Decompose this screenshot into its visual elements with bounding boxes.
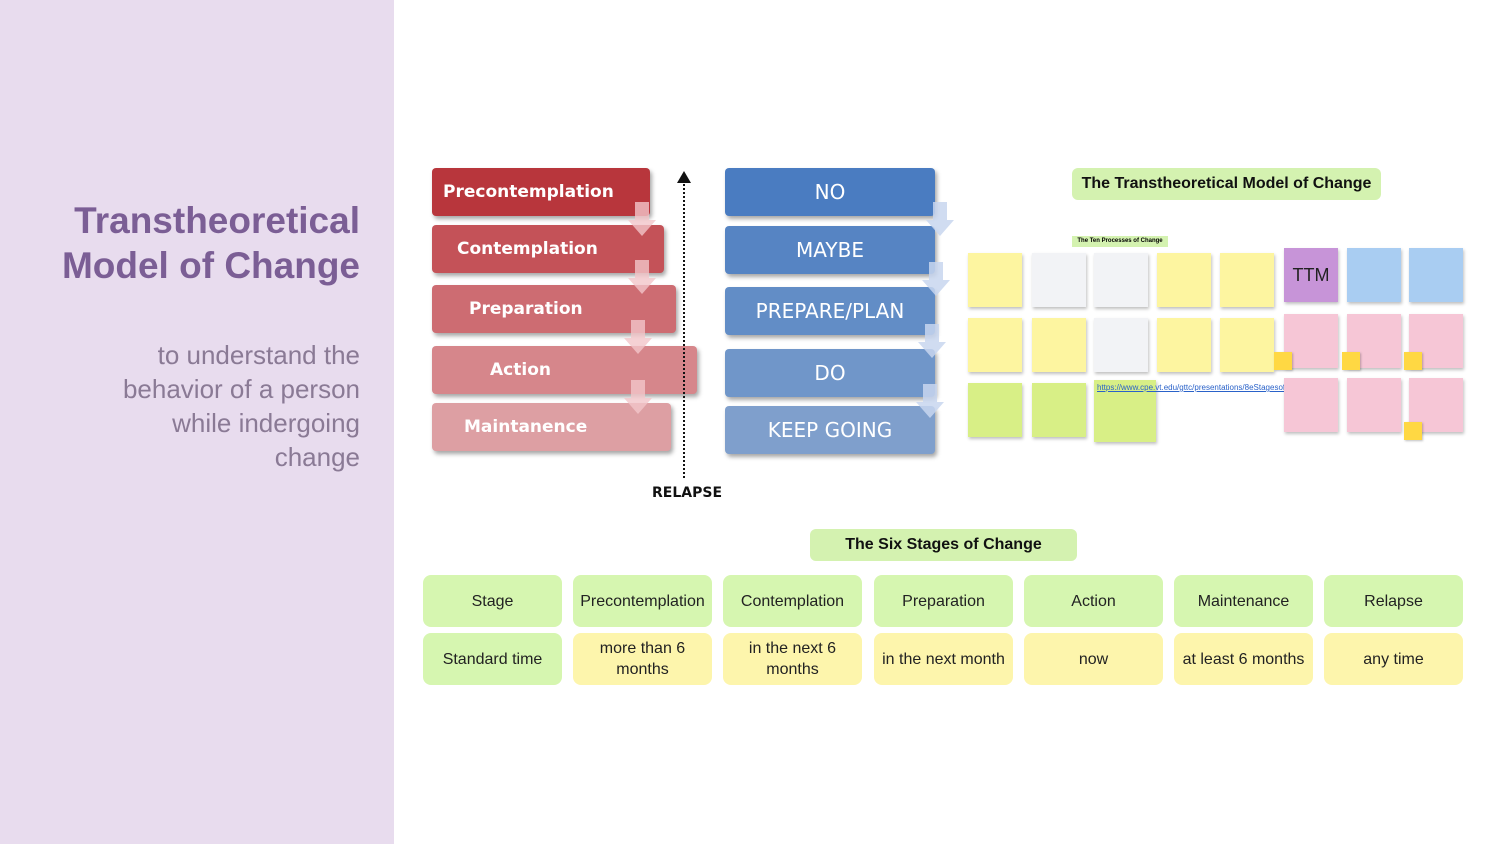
slide-subtitle: to understand the behavior of a person w… [122,340,360,472]
response-do: DO [725,349,935,397]
stage-precontemplation: Precontemplation [432,168,650,216]
table-row-header: Standard time [423,633,562,685]
arrow-up-icon [677,171,691,183]
response-prepare-plan: PREPARE/PLAN [725,287,935,335]
response-no: NO [725,168,935,216]
chevron-down-icon [916,384,944,418]
stage-action: Action [432,346,697,394]
small-sticky-note [1342,352,1360,370]
table-cell: any time [1324,633,1463,685]
sticky-note [1094,318,1148,372]
sticky-note [1409,248,1463,302]
table-header-cell: Precontemplation [573,575,712,627]
small-sticky-note [1404,422,1422,440]
sticky-note [1032,253,1086,307]
slide-title: Transtheoretical Model of Change [61,200,360,286]
sticky-note [968,318,1022,372]
sticky-note [1032,318,1086,372]
board-title: The Transtheoretical Model of Change [1072,168,1381,200]
chevron-down-icon [926,202,954,236]
table-cell: in the next 6 months [723,633,862,685]
sticky-note [1347,378,1401,432]
stage-contemplation: Contemplation [432,225,664,273]
table-cell: now [1024,633,1163,685]
sticky-note [1032,383,1086,437]
table-cell: more than 6 months [573,633,712,685]
sticky-note [1157,318,1211,372]
table-header-cell: Relapse [1324,575,1463,627]
small-sticky-note [1274,352,1292,370]
table-cell: at least 6 months [1174,633,1313,685]
sticky-note [968,383,1022,437]
chevron-down-icon [624,380,652,414]
table-header-cell: Preparation [874,575,1013,627]
response-maybe: MAYBE [725,226,935,274]
sticky-note [968,253,1022,307]
sticky-note [1284,378,1338,432]
table-header-cell: Stage [423,575,562,627]
sticky-note [1094,253,1148,307]
sticky-note [1284,314,1338,368]
table-header-cell: Contemplation [723,575,862,627]
response-keep-going: KEEP GOING [725,406,935,454]
sticky-note [1220,253,1274,307]
sticky-note [1157,253,1211,307]
chevron-down-icon [628,260,656,294]
small-sticky-note [1404,352,1422,370]
six-stages-title: The Six Stages of Change [810,529,1077,561]
sticky-note [1220,318,1274,372]
chevron-down-icon [624,320,652,354]
chevron-down-icon [918,324,946,358]
sidebar-panel: Transtheoretical Model of Change to unde… [0,0,394,844]
stage-maintanence: Maintanence [432,403,671,451]
chevron-down-icon [922,262,950,296]
sticky-note [1347,248,1401,302]
resource-link[interactable]: https://www.cpe.vt.edu/gttc/presentation… [1094,380,1326,442]
table-header-cell: Maintenance [1174,575,1313,627]
relapse-dotted-line [683,180,685,478]
table-cell: in the next month [874,633,1013,685]
table-header-cell: Action [1024,575,1163,627]
chevron-down-icon [628,202,656,236]
ttm-note: TTM [1284,248,1338,302]
relapse-label: RELAPSE [652,485,723,501]
processes-title: The Ten Processes of Change [1072,236,1168,247]
